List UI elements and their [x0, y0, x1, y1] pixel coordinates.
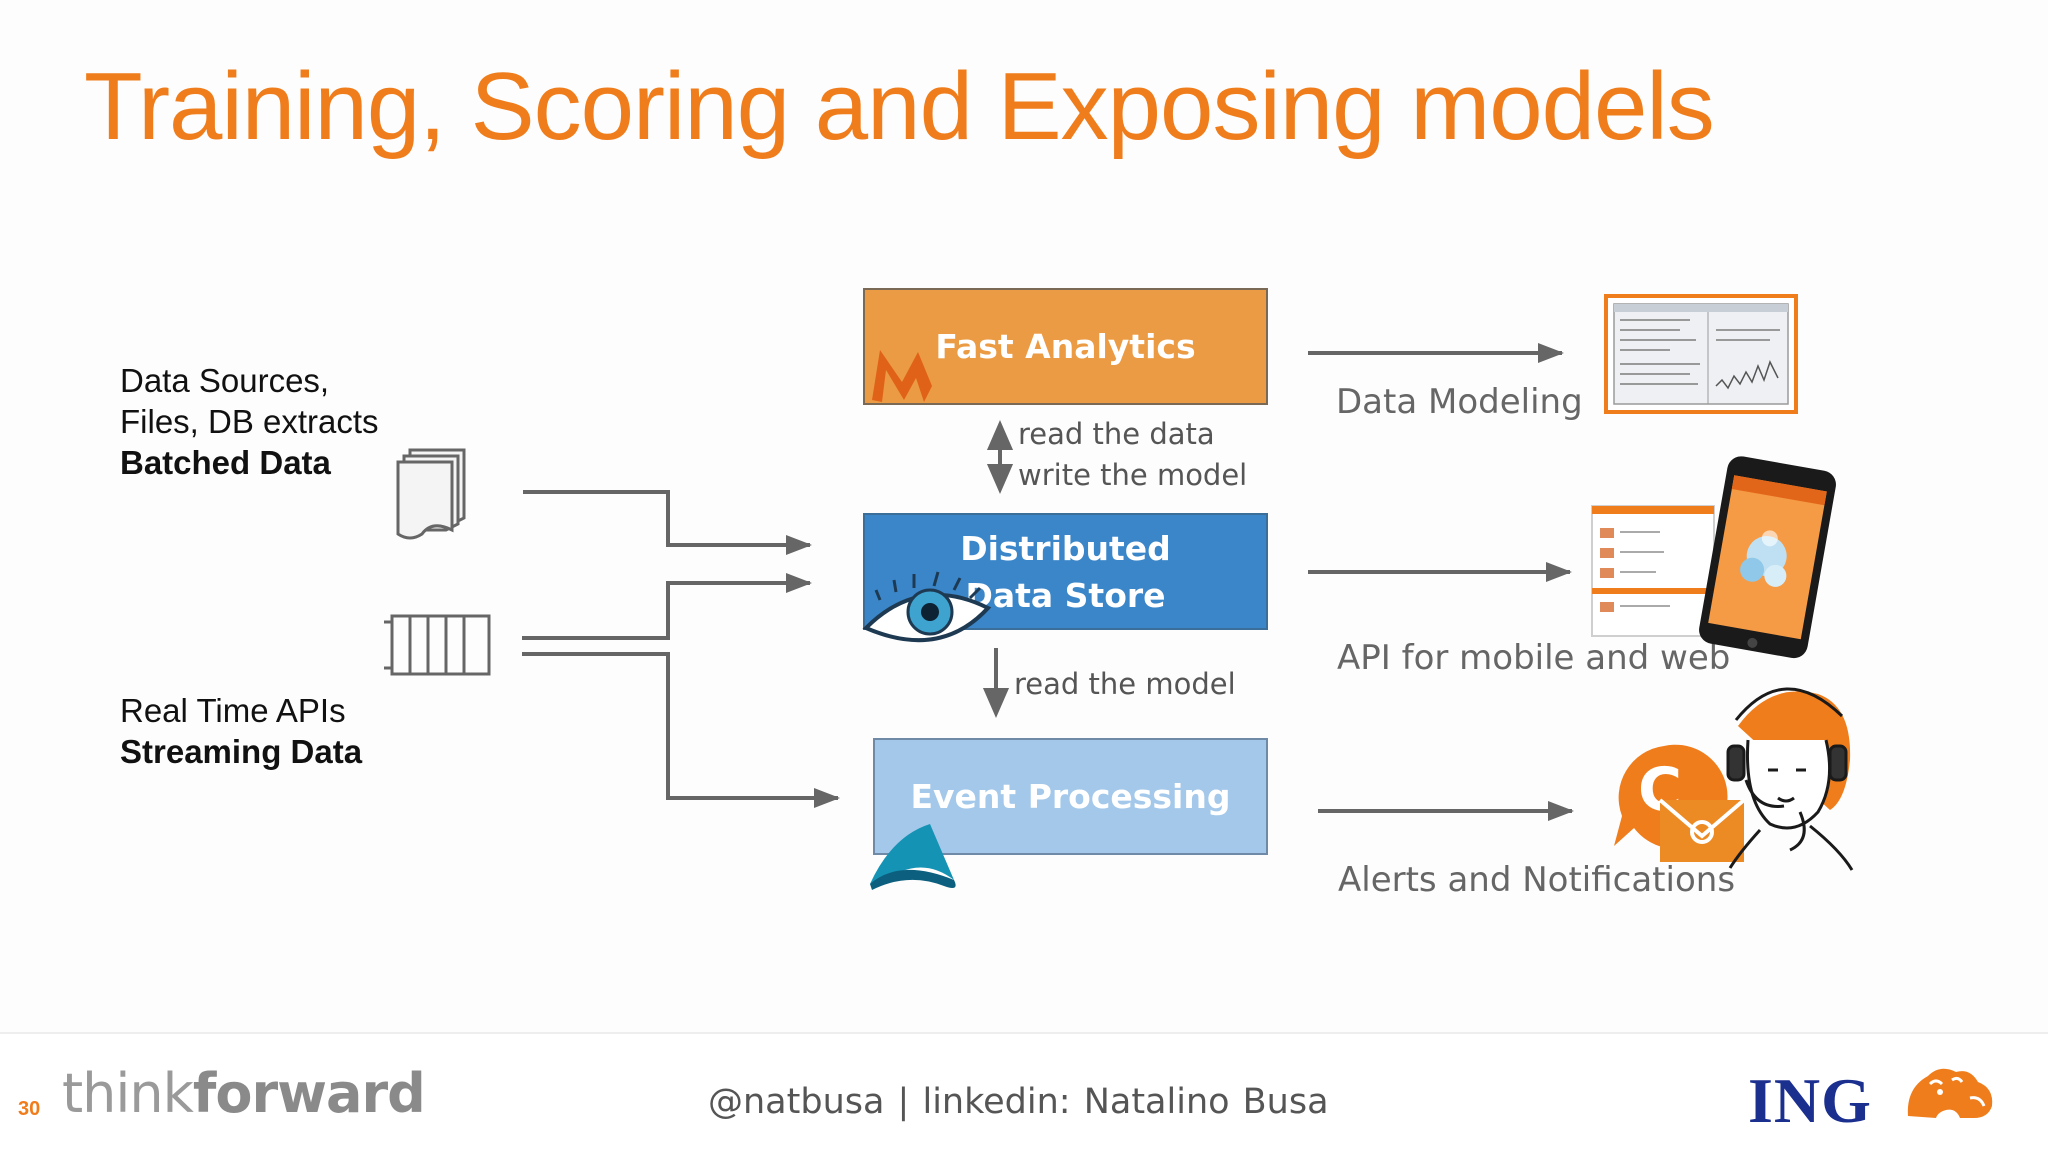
akka-logo-icon	[870, 824, 956, 890]
thinkforward-logo: thinkforward	[62, 1062, 426, 1125]
down-arrowhead	[986, 464, 1014, 495]
brand-think: think	[62, 1062, 194, 1125]
up-arrowhead	[986, 419, 1014, 450]
output-arrows	[1308, 343, 1574, 821]
speaker-credit: @natbusa | linkedin: Natalino Busa	[708, 1082, 1329, 1122]
ing-logo-text: ING	[1748, 1065, 1872, 1136]
document-stack-icon	[396, 448, 466, 540]
batched-line-2: Files, DB extracts	[120, 403, 379, 440]
distributed-label-1: Distributed	[960, 528, 1171, 568]
mahout-logo-icon	[872, 350, 932, 402]
source-connectors	[522, 490, 840, 808]
slide-title: Training, Scoring and Exposing models	[84, 53, 1715, 160]
streaming-line-2: Streaming Data	[120, 733, 363, 770]
queue-icon	[384, 614, 491, 676]
stream-connector-upper	[522, 573, 812, 640]
event-processing-box: Event Processing	[873, 738, 1268, 855]
analytics-screen-icon	[1604, 294, 1798, 414]
data-modeling-label: Data Modeling	[1336, 382, 1583, 422]
fast-analytics-label: Fast Analytics	[935, 327, 1196, 366]
batched-connector	[523, 490, 812, 555]
distributed-label-2: Data Store	[965, 575, 1166, 615]
batched-sources-label: Data Sources, Files, DB extracts Batched…	[120, 360, 379, 483]
event-processing-label: Event Processing	[910, 777, 1231, 816]
stream-connector-lower	[522, 652, 840, 808]
alerts-label: Alerts and Notifications	[1338, 860, 1736, 900]
footer-bar	[0, 1032, 2048, 1154]
read-model-note: read the model	[1014, 667, 1236, 701]
streaming-sources-label: Real Time APIs Streaming Data	[120, 690, 362, 772]
mobile-app-icon	[1591, 456, 1836, 659]
brand-forward: forward	[192, 1062, 426, 1125]
streaming-line-1: Real Time APIs	[120, 692, 346, 729]
vertical-arrows	[982, 419, 1014, 719]
support-agent-icon	[1726, 687, 1854, 871]
read-data-note: read the data	[1018, 417, 1215, 451]
read-write-note: read the data write the model	[1018, 414, 1247, 496]
batched-line-3: Batched Data	[120, 444, 331, 481]
batched-line-1: Data Sources,	[120, 362, 330, 399]
api-label: API for mobile and web	[1337, 638, 1731, 678]
cassandra-eye-logo-icon	[862, 571, 992, 643]
chat-mail-icon: C	[1614, 744, 1746, 862]
write-model-note: write the model	[1018, 458, 1248, 492]
ing-lion-icon	[1907, 1068, 1993, 1118]
read-model-arrowhead	[982, 688, 1010, 719]
page-number: 30	[18, 1098, 41, 1120]
